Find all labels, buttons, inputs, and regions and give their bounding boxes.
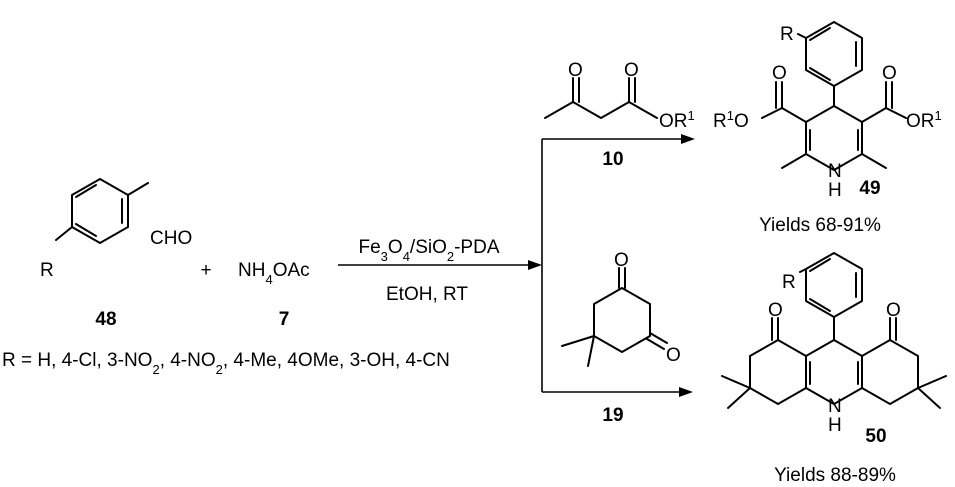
ammonium-acetate-formula: NH4OAc xyxy=(238,260,310,287)
r-group-part: , 4-Me, 4OMe, 3-OH, 4-CN xyxy=(223,350,450,371)
product-49-right-ester-label: OR1 xyxy=(906,108,942,133)
right-ester-o: O xyxy=(906,111,921,132)
compound-7-number: 7 xyxy=(279,309,290,330)
catalyst-part: /SiO xyxy=(410,237,447,258)
catalyst-label: Fe3O4/SiO2-PDA xyxy=(358,237,499,264)
product-50-nh-hydrogen-label: H xyxy=(828,415,842,436)
lower-arrow-head xyxy=(679,387,693,397)
right-ester-superscript: 1 xyxy=(935,108,942,123)
r-group-subscript: 2 xyxy=(152,362,159,377)
product-49-nitrogen-label: N xyxy=(828,161,842,182)
ammonium-formula-part: NH xyxy=(238,260,265,281)
product-49-oxygen-left-label: O xyxy=(772,63,787,84)
ester-alkoxy-label: OR1 xyxy=(659,108,695,133)
product-49-nh-hydrogen-label: H xyxy=(828,180,842,201)
catalyst-subscript: 2 xyxy=(447,249,454,264)
ester-alkoxy-text: OR xyxy=(659,111,688,132)
product-49-left-ester-label: R1O xyxy=(713,108,749,133)
ammonium-formula-subscript: 4 xyxy=(265,272,272,287)
catalyst-subscript: 3 xyxy=(381,249,388,264)
ester-carbonyl-oxygen-label: O xyxy=(624,60,639,81)
acridinedione-structure: R O O N H xyxy=(721,252,947,436)
ketone-oxygen-label: O xyxy=(568,60,583,81)
right-ester-r: R xyxy=(921,111,935,132)
catalyst-part: O xyxy=(388,237,403,258)
product-50-oxygen-right-label: O xyxy=(886,300,901,321)
acetoacetate-structure: O O OR1 xyxy=(544,60,695,133)
r-group-subscript: 2 xyxy=(216,362,223,377)
r-group-list: R = H, 4-Cl, 3-NO2, 4-NO2, 4-Me, 4OMe, 3… xyxy=(2,350,450,377)
aldehyde-group-label: CHO xyxy=(150,228,192,249)
aldehyde-substituent-label: R xyxy=(40,260,54,281)
plus-sign: + xyxy=(200,260,211,281)
compound-49-number: 49 xyxy=(859,178,880,199)
dimedone-oxygen-bottom-label: O xyxy=(666,345,681,366)
compound-50-number: 50 xyxy=(865,426,886,447)
catalyst-part: Fe xyxy=(358,237,380,258)
ester-alkoxy-superscript: 1 xyxy=(688,108,695,123)
dihydropyridine-structure: R O O OR1 R1O N H xyxy=(713,21,942,201)
product-50-substituent-label: R xyxy=(782,272,796,293)
product-50-nitrogen-label: N xyxy=(828,396,842,417)
product-50-oxygen-left-label: O xyxy=(768,300,783,321)
dimedone-structure: O O xyxy=(561,250,681,367)
product-49-substituent-label: R xyxy=(780,24,794,45)
main-arrow-head xyxy=(528,260,542,270)
left-ester-superscript: 1 xyxy=(727,108,734,123)
product-49-oxygen-right-label: O xyxy=(882,63,897,84)
ammonium-formula-part: OAc xyxy=(273,260,310,281)
left-ester-o: O xyxy=(734,111,749,132)
solvent-label: EtOH, RT xyxy=(386,284,468,305)
upper-arrow-head xyxy=(681,134,695,144)
compound-19-number: 19 xyxy=(602,405,623,426)
catalyst-subscript: 4 xyxy=(403,249,410,264)
product-50-yield: Yields 88-89% xyxy=(774,465,896,486)
compound-48-number: 48 xyxy=(95,309,116,330)
r-group-part: R = H, 4-Cl, 3-NO xyxy=(2,350,152,371)
benzaldehyde-structure: CHO R xyxy=(40,178,192,281)
r-group-part: , 4-NO xyxy=(160,350,216,371)
left-ester-r: R xyxy=(713,111,727,132)
compound-10-number: 10 xyxy=(602,149,623,170)
product-49-yield: Yields 68-91% xyxy=(759,215,881,236)
catalyst-part: -PDA xyxy=(454,237,500,258)
dimedone-oxygen-top-label: O xyxy=(614,250,629,271)
